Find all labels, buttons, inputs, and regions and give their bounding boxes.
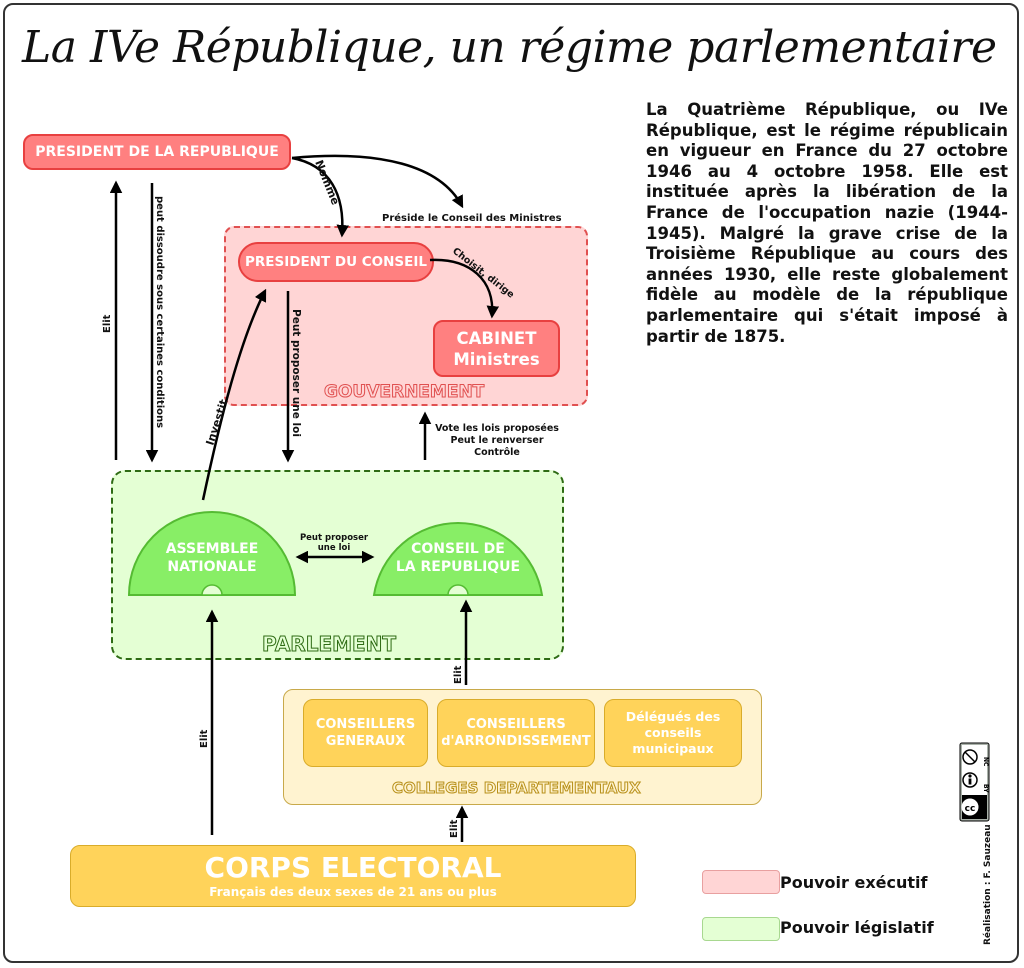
arrow-choisit: [429, 258, 500, 319]
conseillers-generaux-line2: GENERAUX: [325, 734, 406, 749]
delegues-node: Délégués des conseils municipaux: [604, 699, 742, 767]
conseillers-arrondissement-line2: d'ARRONDISSEMENT: [441, 734, 591, 749]
cabinet-node: CABINET Ministres: [433, 320, 560, 377]
by-text: BY: [982, 784, 989, 793]
arrow-nomme: [291, 156, 349, 238]
corps-electoral-node: CORPS ELECTORAL Français des deux sexes …: [70, 845, 636, 907]
nc-text: NC: [982, 757, 989, 767]
parlement-label: PARLEMENT: [261, 632, 397, 657]
legend-executif-label: Pouvoir exécutif: [780, 873, 928, 892]
conseil-republique-line2: LA REPUBLIQUE: [396, 559, 520, 575]
colleges-label: COLLEGES DEPARTEMENTAUX: [392, 779, 642, 798]
label-peut-dissoudre: peut dissoudre sous certaines conditions: [154, 196, 165, 428]
cabinet-subtitle: Ministres: [453, 349, 540, 369]
cc-icon: [961, 798, 979, 816]
delegues-line3: municipaux: [632, 741, 714, 756]
president-republique-label: PRESIDENT DE LA REPUBLIQUE: [35, 144, 279, 160]
president-conseil-node: PRESIDENT DU CONSEIL: [238, 242, 434, 282]
conseillers-arrondissement-node: CONSEILLERS d'ARRONDISSEMENT: [437, 699, 595, 767]
gouvernement-label: GOUVERNEMENT: [323, 382, 485, 403]
diagram-frame: [3, 3, 1019, 963]
label-choisit: Choisit, dirige: [450, 246, 516, 301]
arrow-preside: [291, 154, 464, 209]
label-preside: Préside le Conseil des Ministres: [382, 212, 562, 224]
conseil-republique-line1: CONSEIL DE: [411, 541, 505, 557]
president-conseil-label: PRESIDENT DU CONSEIL: [244, 254, 427, 270]
credit: Réalisation : F. Sauzeau: [982, 824, 993, 945]
label-elit-conseil: Elit: [453, 665, 464, 684]
legend-executif-swatch: [702, 870, 780, 894]
assemblee-line1: ASSEMBLEE: [166, 541, 259, 557]
president-republique-node: PRESIDENT DE LA REPUBLIQUE: [23, 134, 291, 170]
conseillers-generaux-node: CONSEILLERS GENERAUX: [303, 699, 428, 767]
page-title: La IVe République, un régime parlementai…: [22, 22, 997, 73]
label-vote-line1: Vote les lois proposées: [435, 423, 559, 434]
label-peut-proposer-loi: Peut proposer une loi: [290, 309, 302, 437]
legend-legislatif-swatch: [702, 917, 780, 941]
intro-paragraph: La Quatrième République, ou IVe Républiq…: [646, 100, 1008, 346]
label-peut-proposer-line1: Peut proposer: [300, 533, 369, 543]
label-elit-corps: Elit: [199, 729, 210, 748]
arrow-investit: [201, 288, 267, 501]
legend-legislatif-label: Pouvoir législatif: [780, 918, 934, 937]
label-nomme: Nomme: [312, 158, 342, 207]
delegues-line1: Délégués des: [625, 709, 721, 724]
corps-electoral-title: CORPS ELECTORAL: [204, 851, 502, 884]
cc-license-badge: cc BY NC: [959, 742, 990, 822]
label-peut-proposer-line2: une loi: [318, 543, 351, 553]
conseillers-arrondissement-line1: CONSEILLERS: [466, 717, 566, 732]
label-vote-line3: Contrôle: [474, 447, 520, 458]
assemblee-line2: NATIONALE: [167, 559, 256, 575]
assemblee-hemicycle: ASSEMBLEE NATIONALE: [127, 511, 297, 596]
conseil-republique-hemicycle: CONSEIL DE LA REPUBLIQUE: [372, 522, 544, 596]
cabinet-title: CABINET: [456, 328, 537, 348]
conseillers-generaux-line1: CONSEILLERS: [315, 717, 416, 732]
corps-electoral-subtitle: Français des deux sexes de 21 ans ou plu…: [209, 885, 497, 899]
svg-text:cc: cc: [965, 804, 976, 814]
label-investit: Investit: [203, 398, 230, 447]
label-elit-colleges: Elit: [449, 819, 460, 838]
label-elit-president: Elit: [102, 314, 113, 333]
label-vote-line2: Peut le renverser: [450, 435, 543, 446]
delegues-line2: conseils: [644, 725, 702, 740]
